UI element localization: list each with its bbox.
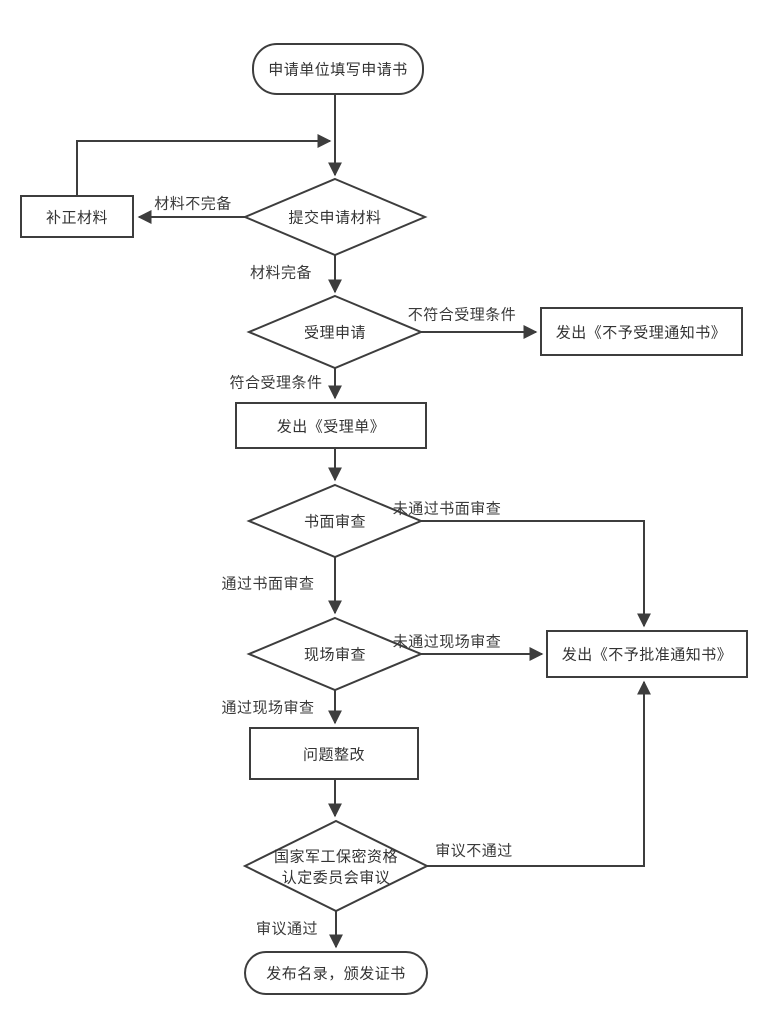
node-submit-label: 提交申请材料 — [288, 209, 381, 227]
decision-shape — [242, 177, 428, 257]
node-reject-accept-label: 发出《不予受理通知书》 — [556, 325, 727, 342]
decision-shape — [242, 819, 430, 913]
process-shape — [540, 307, 743, 356]
node-end-label: 发布名录，颁发证书 — [266, 966, 406, 983]
edge-label-fail-committee-review: 审议不通过 — [435, 843, 513, 860]
edge-label-fail-onsite-review: 未通过现场审查 — [393, 634, 502, 651]
node-reject-acceptance-notice: 发出《不予受理通知书》 — [540, 307, 743, 356]
node-start-label: 申请单位填写申请书 — [268, 62, 408, 79]
node-written-review-label: 书面审查 — [304, 514, 366, 531]
node-reject-approval-notice: 发出《不予批准通知书》 — [546, 630, 748, 678]
node-correct-label: 补正材料 — [46, 210, 108, 227]
terminator-shape — [244, 951, 428, 995]
decision-shape — [246, 616, 424, 692]
edge-label-materials-incomplete: 材料不完备 — [154, 196, 232, 213]
edge-correct-loop-back — [76, 134, 332, 196]
edges — [76, 95, 651, 949]
node-written-review: 书面审查 — [246, 483, 424, 559]
decision-shape — [246, 483, 424, 559]
edge-label-meet-conditions: 符合受理条件 — [229, 375, 322, 392]
node-committee-review: 国家军工保密资格 认定委员会审议 — [242, 819, 430, 913]
decision-shape — [246, 294, 424, 370]
edge-labels: 材料不完备 材料完备 不符合受理条件 符合受理条件 未通过书面审查 通过书面审查… — [154, 196, 516, 938]
node-correct-materials: 补正材料 — [20, 195, 134, 238]
node-rectify-problems: 问题整改 — [249, 727, 419, 780]
edge-label-materials-complete: 材料完备 — [250, 265, 312, 282]
node-rectify-label: 问题整改 — [303, 747, 365, 764]
node-acceptance-form: 发出《受理单》 — [235, 402, 427, 449]
edge-label-not-meet-conditions: 不符合受理条件 — [408, 307, 517, 324]
process-shape — [20, 195, 134, 238]
node-committee-label-line2: 认定委员会审议 — [282, 870, 391, 887]
edge-label-pass-committee-review: 审议通过 — [256, 921, 318, 938]
terminator-shape — [252, 43, 424, 95]
node-onsite-review: 现场审查 — [246, 616, 424, 692]
node-start: 申请单位填写申请书 — [252, 43, 424, 95]
node-acceptance-form-label: 发出《受理单》 — [277, 419, 386, 436]
edge-written-to-reject-approve — [421, 520, 651, 628]
node-end: 发布名录，颁发证书 — [244, 951, 428, 995]
edge-committee-to-reject-approve — [427, 680, 651, 867]
process-shape — [546, 630, 748, 678]
process-shape — [249, 727, 419, 780]
edge-label-pass-written-review: 通过书面审查 — [221, 576, 314, 593]
node-onsite-review-label: 现场审查 — [304, 647, 366, 664]
node-committee-label-line1: 国家军工保密资格 — [274, 849, 398, 866]
node-reject-approve-label: 发出《不予批准通知书》 — [562, 647, 733, 664]
edge-label-fail-written-review: 未通过书面审查 — [393, 501, 502, 518]
edge-label-pass-onsite-review: 通过现场审查 — [221, 700, 314, 717]
node-accept-label: 受理申请 — [304, 325, 366, 342]
node-accept-application: 受理申请 — [246, 294, 424, 370]
process-shape — [235, 402, 427, 449]
node-submit-materials: 提交申请材料 — [242, 177, 428, 257]
